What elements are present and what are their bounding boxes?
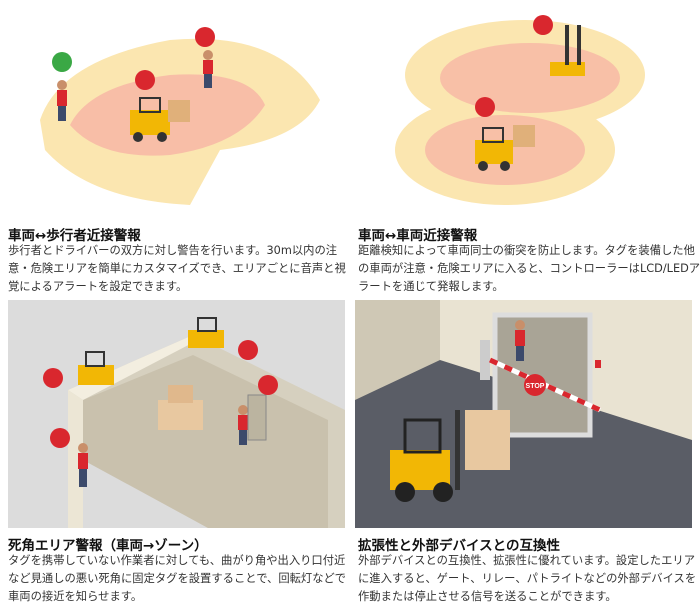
vehicle-vehicle-illustration — [355, 0, 700, 215]
danger-alert-icon — [533, 15, 553, 35]
section-title: 車両↔歩行者近接警報 — [8, 228, 141, 244]
doorway — [492, 312, 593, 438]
worker-icon — [57, 80, 67, 121]
worker-icon — [203, 50, 213, 88]
section-description: タグを携帯していない作業者に対しても、曲がり角や出入り口付近など見通しの悪い死角… — [8, 554, 346, 603]
worker-icon — [515, 320, 525, 361]
forklift-icon — [130, 97, 190, 142]
worker-icon — [78, 443, 88, 487]
forklift-icon — [78, 351, 114, 385]
danger-alert-icon — [43, 368, 63, 388]
danger-alert-icon — [258, 375, 278, 395]
section-title: 拡張性と外部デバイスとの互換性 — [358, 538, 560, 554]
warning-light — [595, 360, 601, 368]
section-title: 死角エリア警報（車両→ゾーン） — [8, 538, 208, 554]
danger-alert-icon — [195, 27, 215, 47]
boxes-icon — [465, 410, 510, 470]
worker-icon — [238, 405, 248, 445]
blind-spot-illustration — [8, 300, 345, 528]
forklift-icon — [550, 25, 585, 76]
danger-alert-icon — [238, 340, 258, 360]
section-title: 車両↔車両近接警報 — [358, 228, 478, 244]
boxes-icon — [158, 385, 203, 430]
section-description: 距離検知によって車両同士の衝突を防止します。タグを装備した他の車両が注意・危険エ… — [358, 244, 700, 293]
danger-alert-icon — [475, 97, 495, 117]
forklift-icon — [475, 125, 535, 171]
safe-alert-icon — [52, 52, 72, 72]
section-description: 外部デバイスとの互換性、拡張性に優れています。設定したエリアに進入すると、ゲート… — [358, 554, 697, 603]
danger-alert-icon — [50, 428, 70, 448]
door — [247, 394, 267, 441]
svg-text:STOP: STOP — [526, 383, 545, 390]
stop-sign: STOP — [524, 374, 546, 396]
forklift-icon — [390, 410, 460, 502]
external-devices-illustration: STOP — [355, 300, 692, 528]
section-description: 歩行者とドライバーの双方に対し警告を行います。30m以内の注意・危険エリアを簡単… — [8, 244, 346, 293]
forklift-icon — [188, 317, 224, 348]
vehicle-pedestrian-illustration — [0, 0, 345, 215]
danger-alert-icon — [135, 70, 155, 90]
